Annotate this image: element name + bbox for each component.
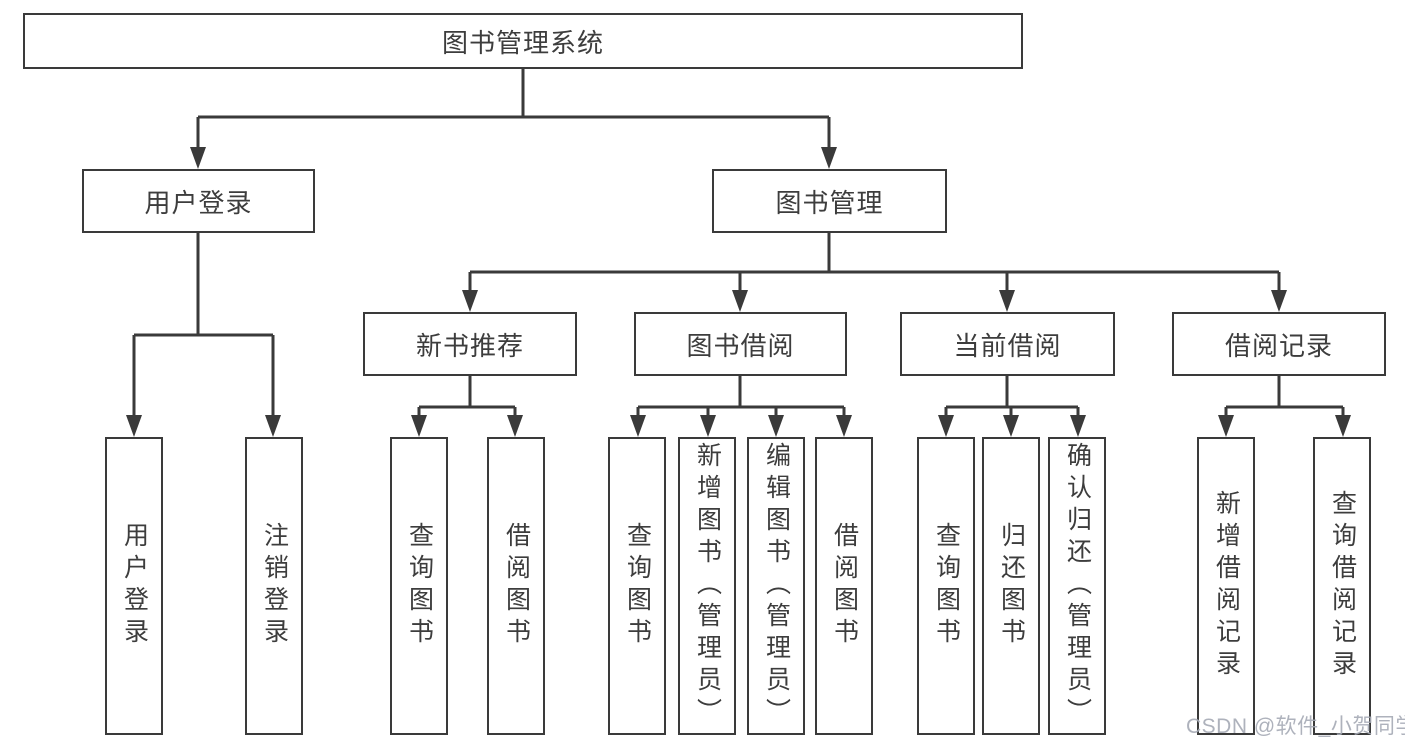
- arrowheads-userlogin-to-leaves: [126, 415, 281, 437]
- arrowheads-records-to-leaves: [1218, 415, 1351, 437]
- leaf-borrow-books-recommend: 借阅图书: [487, 437, 545, 735]
- leaf-label: 新增图书（管理员）: [693, 442, 722, 730]
- leaf-borrow-books: 借阅图书: [815, 437, 873, 735]
- leaf-add-borrow-record: 新增借阅记录: [1197, 437, 1255, 735]
- leaf-label: 编辑图书（管理员）: [762, 442, 791, 730]
- leaf-add-book-admin: 新增图书（管理员）: [678, 437, 736, 735]
- leaf-edit-book-admin: 编辑图书（管理员）: [747, 437, 805, 735]
- leaf-query-borrow-record: 查询借阅记录: [1313, 437, 1371, 735]
- arrowheads-newbooks-to-leaves: [411, 415, 523, 437]
- connector-newbooks-to-leaves: [417, 376, 517, 417]
- node-book-borrowing: 图书借阅: [634, 312, 847, 376]
- leaf-label: 借阅图书: [502, 522, 531, 650]
- connector-currentborrow-to-leaves: [944, 376, 1080, 417]
- arrowheads-bookmgmt-to-level3: [462, 290, 1287, 312]
- leaf-label: 注销登录: [260, 522, 289, 650]
- leaf-label: 归还图书: [997, 522, 1026, 650]
- leaf-confirm-return-admin: 确认归还（管理员）: [1048, 437, 1106, 735]
- leaf-return-books: 归还图书: [982, 437, 1040, 735]
- leaf-query-books-current: 查询图书: [917, 437, 975, 735]
- leaf-label: 查询图书: [623, 522, 652, 650]
- connector-records-to-leaves: [1224, 376, 1345, 417]
- node-root: 图书管理系统: [23, 13, 1023, 69]
- leaf-logout: 注销登录: [245, 437, 303, 735]
- leaf-user-login: 用户登录: [105, 437, 163, 735]
- connector-userlogin-to-leaves: [132, 233, 275, 417]
- node-user-login-group: 用户登录: [82, 169, 315, 233]
- leaf-label: 借阅图书: [830, 522, 859, 650]
- watermark: CSDN @软件_小贺同学: [1186, 715, 1405, 738]
- arrowheads-root-to-level2: [190, 147, 837, 169]
- node-borrowing-records: 借阅记录: [1172, 312, 1386, 376]
- connector-bookmgmt-to-level3: [468, 233, 1281, 292]
- leaf-label: 查询图书: [405, 522, 434, 650]
- arrowheads-bookborrow-to-leaves: [630, 415, 852, 437]
- node-current-borrowing: 当前借阅: [900, 312, 1115, 376]
- arrowheads-currentborrow-to-leaves: [938, 415, 1086, 437]
- leaf-label: 查询借阅记录: [1328, 490, 1357, 682]
- node-book-management: 图书管理: [712, 169, 947, 233]
- leaf-query-books-borrow: 查询图书: [608, 437, 666, 735]
- leaf-query-books-recommend: 查询图书: [390, 437, 448, 735]
- leaf-label: 用户登录: [120, 522, 149, 650]
- connector-bookborrow-to-leaves: [636, 376, 846, 417]
- connector-root-to-level2: [196, 69, 831, 149]
- node-new-book-recommend: 新书推荐: [363, 312, 577, 376]
- leaf-label: 新增借阅记录: [1212, 490, 1241, 682]
- leaf-label: 确认归还（管理员）: [1063, 442, 1092, 730]
- leaf-label: 查询图书: [932, 522, 961, 650]
